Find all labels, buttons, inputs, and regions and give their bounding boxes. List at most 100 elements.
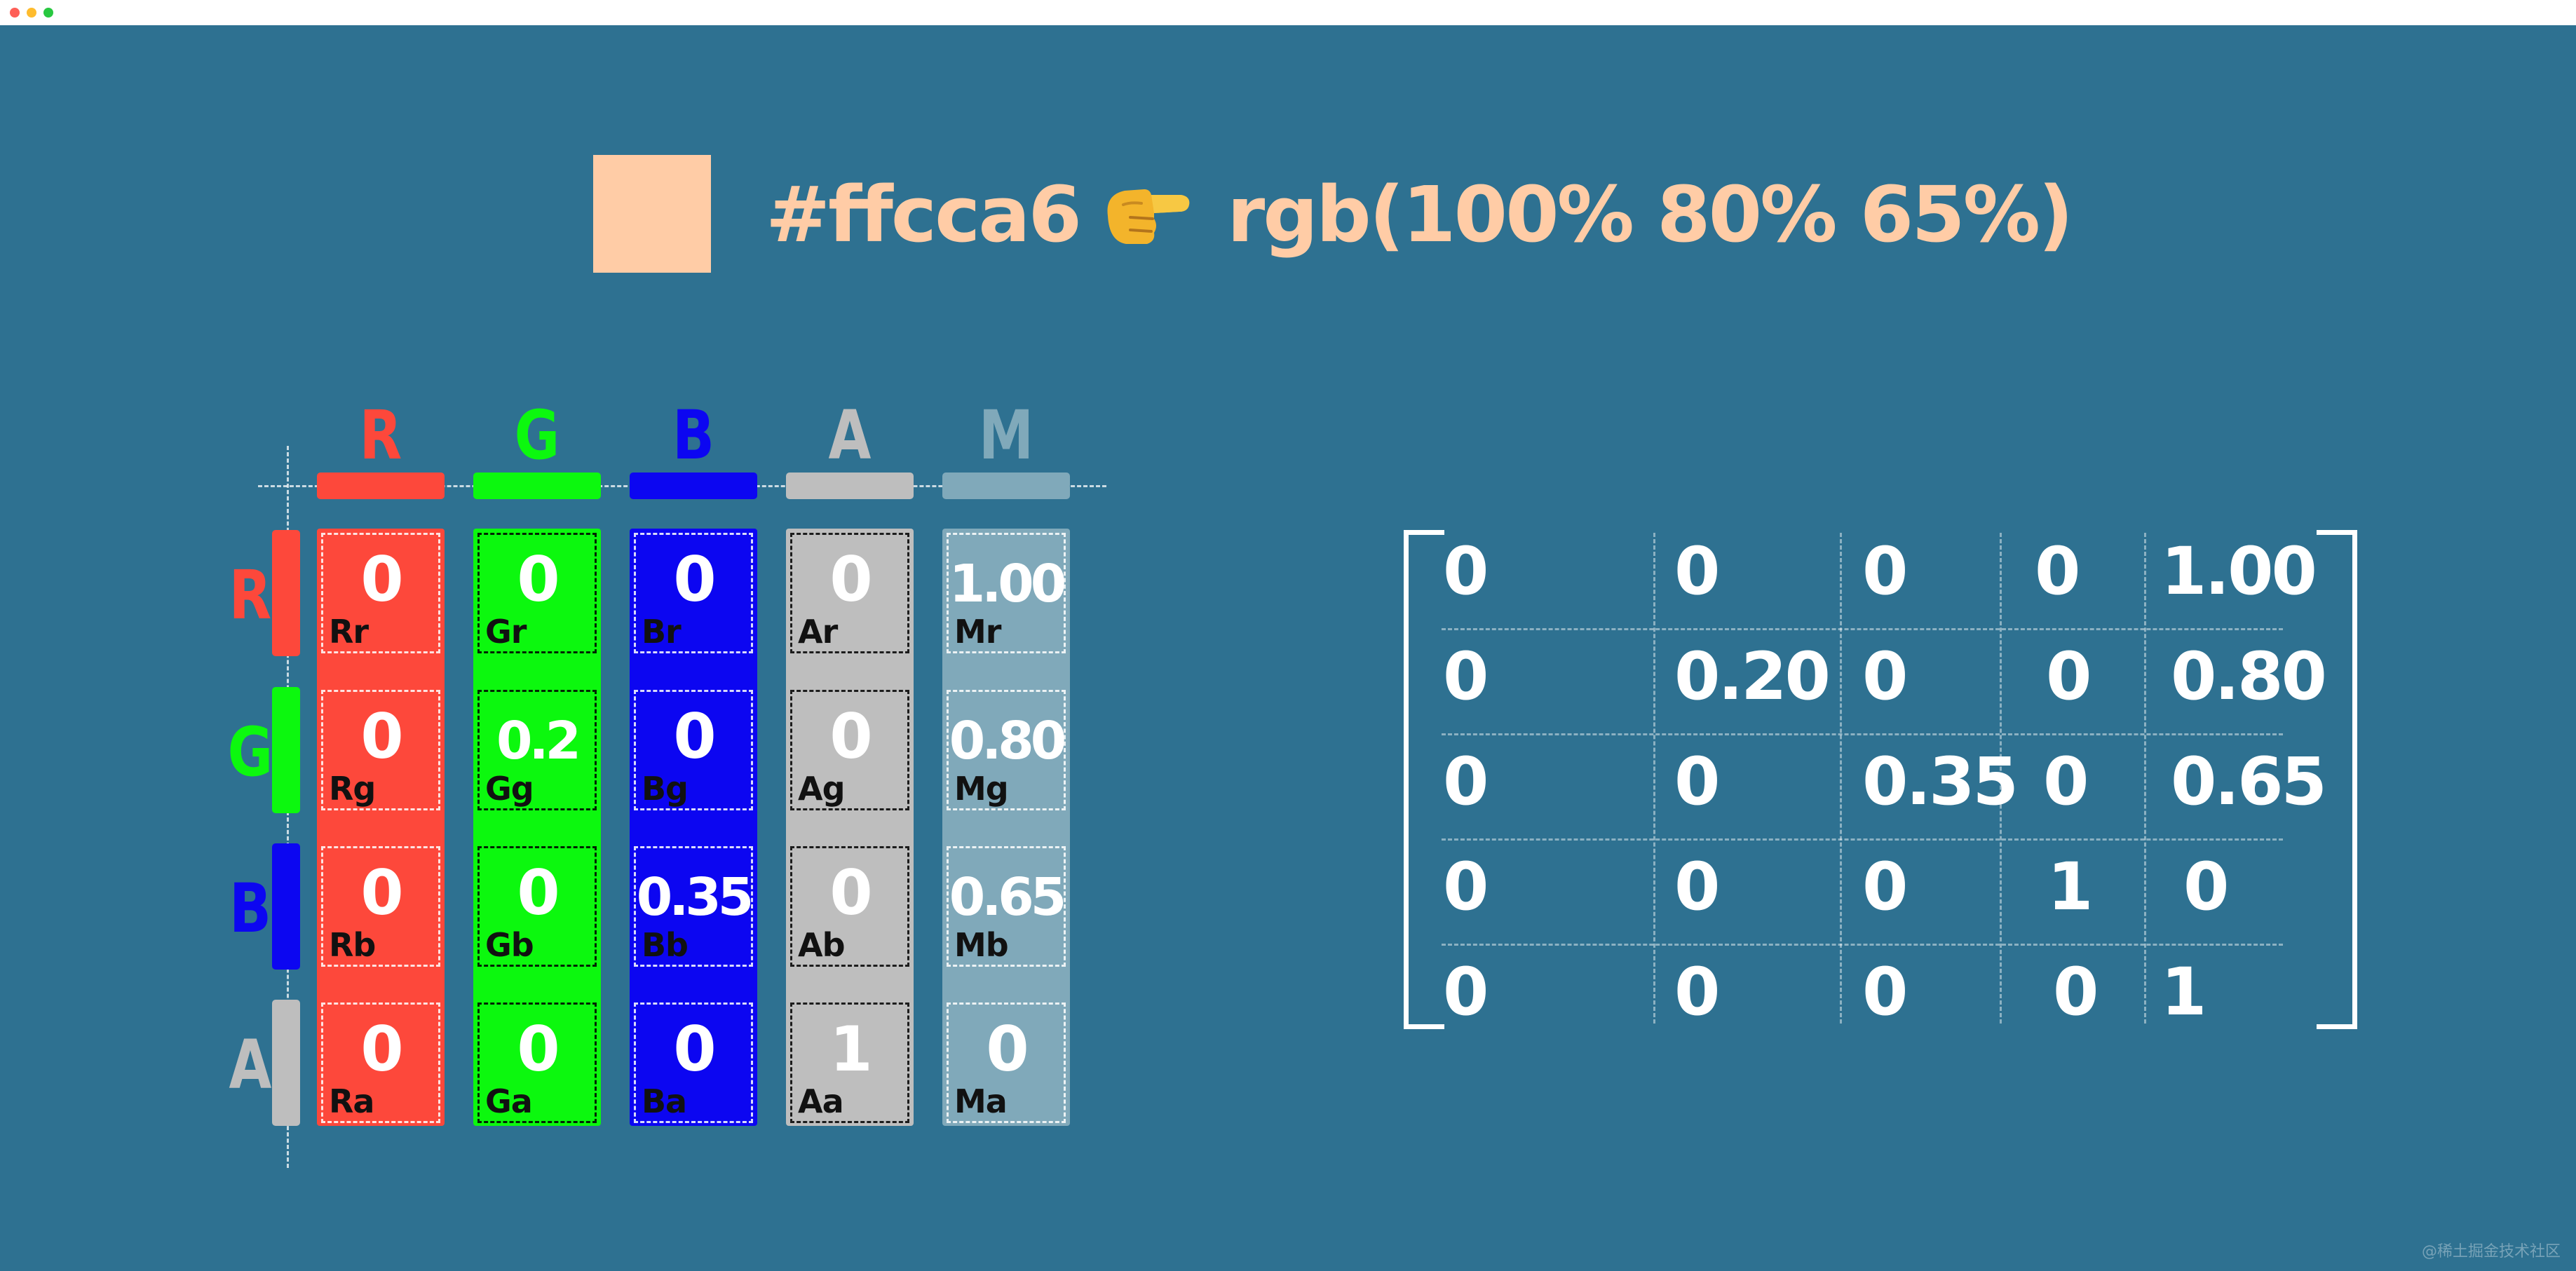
matrix-value-r1-c3: 0: [1862, 533, 1908, 610]
row-header-a: A: [229, 1026, 272, 1104]
cell-label: Gb: [485, 926, 534, 964]
cell-value: 1: [829, 1013, 872, 1085]
matrix-row-divider: [1442, 944, 2283, 946]
matrix-row-divider: [1442, 628, 2283, 630]
matrix-value-r3-c1: 0: [1443, 744, 1489, 820]
cell-label: Bb: [642, 926, 689, 964]
matrix-row-divider: [1442, 838, 2283, 841]
matrix-value-r4-c4: 1: [2047, 849, 2093, 925]
column-header-g: G: [514, 396, 560, 475]
cell-label: Ma: [954, 1082, 1008, 1120]
matrix-value-r3-c3: 0.35: [1862, 744, 2019, 820]
close-window-button[interactable]: [10, 8, 20, 18]
row-header-b: B: [229, 869, 271, 948]
color-swatch: [593, 155, 711, 273]
matrix-value-r1-c1: 0: [1443, 533, 1489, 610]
cell-label: Ba: [642, 1082, 687, 1120]
row-bar-b: [272, 843, 300, 970]
cell-label: Mg: [954, 770, 1009, 808]
matrix-value-r4-c2: 0: [1674, 849, 1720, 925]
matrix-column-divider: [1653, 533, 1655, 1024]
cell-value: 0: [673, 1013, 716, 1085]
cell-value: 0.80: [949, 711, 1067, 771]
cell-value: 0: [360, 543, 403, 616]
matrix-value-r2-c1: 0: [1443, 639, 1489, 715]
matrix-value-r4-c5: 0: [2183, 849, 2229, 925]
matrix-value-r3-c5: 0.65: [2171, 744, 2327, 820]
cell-value: 0: [360, 1013, 403, 1085]
matrix-value-r1-c2: 0: [1674, 533, 1720, 610]
cell-value: 0: [517, 857, 560, 929]
cell-value: 0.35: [636, 867, 754, 927]
matrix-value-r4-c1: 0: [1443, 849, 1489, 925]
row-header-r: R: [229, 556, 272, 634]
matrix-value-r5-c3: 0: [1862, 954, 1908, 1031]
cell-label: Ar: [798, 613, 838, 651]
cell-value: 0: [829, 543, 872, 616]
watermark: @稀土掘金技术社区: [2421, 1243, 2561, 1260]
matrix-value-r3-c2: 0: [1674, 744, 1720, 820]
column-bar-b: [630, 473, 757, 499]
column-strip-r: [317, 529, 445, 1126]
cell-label: Gg: [485, 770, 534, 808]
column-bar-g: [473, 473, 601, 499]
column-header-a: A: [828, 396, 872, 475]
matrix-value-r2-c4: 0: [2046, 639, 2092, 715]
cell-value: 0: [673, 543, 716, 616]
matrix-value-r2-c3: 0: [1862, 639, 1908, 715]
column-strip-b: [630, 529, 757, 1126]
cell-label: Ag: [798, 770, 846, 808]
cell-label: Ra: [329, 1082, 374, 1120]
matrix-value-r5-c2: 0: [1674, 954, 1720, 1031]
matrix-value-r1-c5: 1.00: [2161, 533, 2317, 610]
matrix-value-r4-c3: 0: [1862, 849, 1908, 925]
matrix-column-divider: [2000, 533, 2002, 1024]
cell-label: Rg: [329, 770, 376, 808]
cell-value: 0: [673, 700, 716, 773]
cell-label: Mr: [954, 613, 1001, 651]
cell-value: 0: [829, 700, 872, 773]
maximize-window-button[interactable]: [43, 8, 53, 18]
row-header-g: G: [227, 713, 273, 791]
matrix-column-divider: [2144, 533, 2146, 1024]
cell-label: Br: [642, 613, 682, 651]
matrix-left-bracket: [1404, 530, 1444, 1029]
matrix-value-r2-c2: 0.20: [1674, 639, 1831, 715]
matrix-value-r5-c5: 1: [2161, 954, 2206, 1031]
cell-label: Rr: [329, 613, 369, 651]
cell-value: 0: [517, 1013, 560, 1085]
cell-value: 0.65: [949, 867, 1067, 927]
minimize-window-button[interactable]: [27, 8, 36, 18]
row-bar-r: [272, 530, 300, 656]
matrix-value-r2-c5: 0.80: [2171, 639, 2327, 715]
cell-label: Gr: [485, 613, 527, 651]
matrix-column-divider: [1840, 533, 1842, 1024]
column-bar-a: [786, 473, 914, 499]
backhand-index-pointing-right-icon: [1107, 189, 1190, 244]
column-header-r: R: [359, 396, 402, 475]
matrix-row-divider: [1442, 733, 2283, 735]
cell-label: Ga: [485, 1082, 533, 1120]
row-bar-a: [272, 1000, 300, 1126]
column-strip-m: [942, 529, 1070, 1126]
column-header-b: B: [672, 396, 714, 475]
cell-value: 1.00: [949, 554, 1067, 614]
matrix-value-r5-c1: 0: [1443, 954, 1489, 1031]
cell-value: 0: [517, 543, 560, 616]
cell-label: Bg: [642, 770, 689, 808]
matrix-right-bracket: [2317, 530, 2357, 1029]
